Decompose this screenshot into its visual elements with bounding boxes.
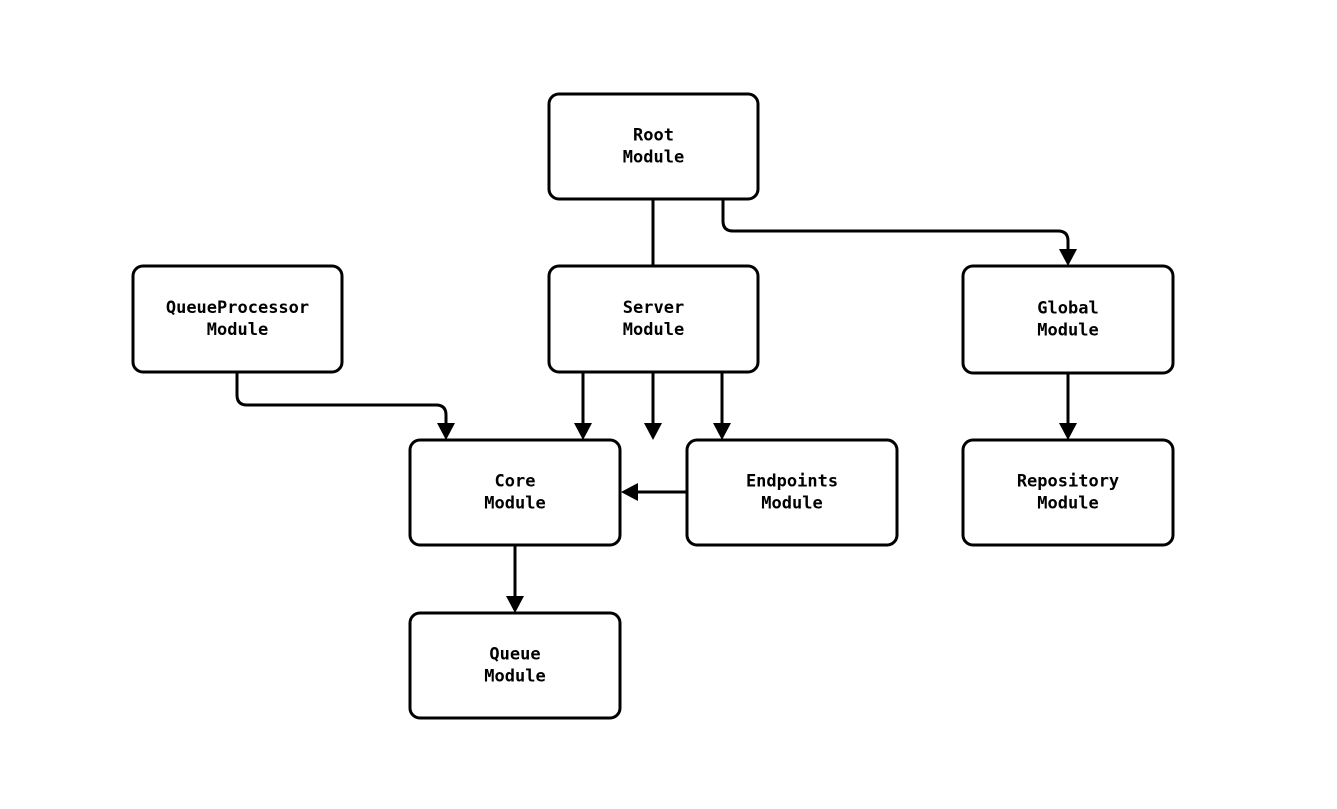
server-module-node-label-line-2: Module bbox=[623, 320, 684, 340]
core-module-node-box[interactable] bbox=[408, 438, 622, 547]
endpoints-module-node-box[interactable] bbox=[685, 438, 899, 547]
edge-queueprocessor-to-core bbox=[235, 372, 455, 440]
edge-global-to-repository bbox=[1059, 373, 1077, 440]
server-module-node-label-line-1: Server bbox=[623, 298, 684, 318]
global-module-node-label-line-2: Module bbox=[1037, 321, 1098, 341]
core-module-node-label-line-2: Module bbox=[484, 494, 545, 514]
endpoints-module-node-label-line-2: Module bbox=[761, 494, 822, 514]
repository-module-node-box[interactable] bbox=[961, 438, 1175, 547]
edge-root-to-global-line bbox=[721, 199, 1070, 250]
queueprocessor-module-node-box[interactable] bbox=[131, 264, 344, 374]
queue-module-node-label-line-1: Queue bbox=[489, 645, 540, 665]
queueprocessor-module-node-label-line-1: QueueProcessor bbox=[166, 298, 309, 318]
edge-server-to-core-arrowhead bbox=[574, 423, 592, 440]
queue-module-node-box[interactable] bbox=[408, 611, 622, 720]
global-module-node-label-line-1: Global bbox=[1037, 299, 1098, 319]
queueprocessor-module-node-label-line-2: Module bbox=[207, 320, 268, 340]
edge-server-to-endpoints bbox=[713, 372, 731, 440]
edge-root-to-global-arrowhead bbox=[1059, 249, 1077, 266]
root-module-node-label-line-1: Root bbox=[633, 126, 674, 146]
edge-core-to-queue bbox=[506, 545, 524, 613]
root-module-node-label-line-2: Module bbox=[623, 148, 684, 168]
global-module-node-box[interactable] bbox=[961, 264, 1175, 375]
repository-module-node-label-line-2: Module bbox=[1037, 494, 1098, 514]
root-module-node-box[interactable] bbox=[547, 92, 760, 201]
core-module-node-label-line-1: Core bbox=[495, 472, 536, 492]
edge-server-to-endpoints-arrowhead bbox=[713, 423, 731, 440]
queue-module-node-label-line-2: Module bbox=[484, 667, 545, 687]
edge-root-to-global bbox=[721, 199, 1077, 266]
endpoints-module-node-label-line-1: Endpoints bbox=[746, 472, 838, 492]
edge-global-to-repository-arrowhead bbox=[1059, 423, 1077, 440]
edges-layer bbox=[235, 199, 1077, 613]
server-module-node-box[interactable] bbox=[547, 264, 760, 374]
edge-endpoints-to-core-arrowhead bbox=[621, 483, 638, 501]
edge-server-to-core bbox=[574, 372, 592, 440]
edge-queueprocessor-to-core-line bbox=[235, 372, 448, 424]
edge-endpoints-to-core bbox=[621, 483, 687, 501]
repository-module-node-label-line-1: Repository bbox=[1017, 472, 1119, 492]
edge-core-to-queue-arrowhead bbox=[506, 596, 524, 613]
edge-queueprocessor-to-core-arrowhead bbox=[437, 423, 455, 440]
edge-root-to-server-arrowhead bbox=[644, 423, 662, 440]
